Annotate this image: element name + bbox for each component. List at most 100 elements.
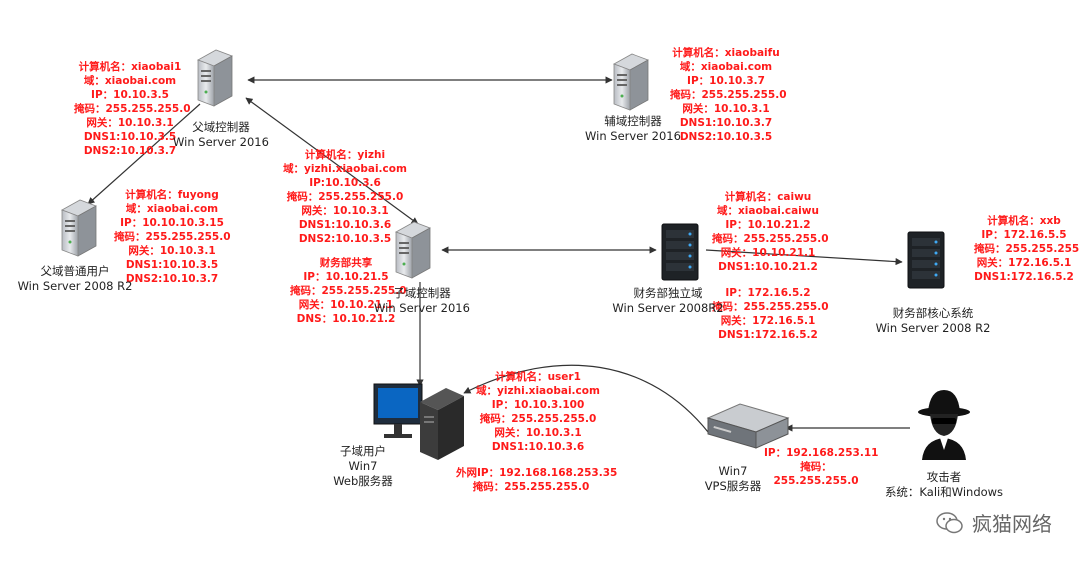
caption-line: 系统：Kali和Windows xyxy=(884,485,1004,499)
info-line: 网关：10.10.3.1 xyxy=(682,103,770,115)
finance-core-server-icon xyxy=(907,231,945,289)
link-parent-child xyxy=(245,97,419,225)
info-line: 掩码：255.255.255.0 xyxy=(479,413,597,425)
info-line: IP：10.10.3.100 xyxy=(491,399,585,411)
caption-line: Win Server 2016 xyxy=(374,301,470,315)
wechat-icon xyxy=(936,511,963,533)
finance-domain-caption: 财务部独立域 Win Server 2008R2 xyxy=(608,286,728,316)
info-line: IP：10.10.10.3.15 xyxy=(120,217,224,229)
info-line: 域：xiaobai.caiwu xyxy=(717,205,819,217)
info-line: 计算机名：user1 xyxy=(495,371,581,383)
finance-core-caption: 财务部核心系统 Win Server 2008 R2 xyxy=(868,306,998,336)
info-line: IP：172.16.5.2 xyxy=(725,287,811,299)
watermark: 疯猫网络 xyxy=(936,508,1052,537)
child-user-caption: 子域用户 Win7 Web服务器 xyxy=(318,444,408,489)
parent-user-info: 计算机名：fuyong 域：xiaobai.com IP：10.10.10.3.… xyxy=(114,188,231,286)
info-line: 掩码：255.255.255.0 xyxy=(290,285,407,297)
info-line: DNS2:10.10.3.7 xyxy=(83,145,177,157)
finance-share-info: 财务部共享 IP：10.10.21.5 掩码：255.255.255.0 网关：… xyxy=(290,256,407,326)
caption-line: Web服务器 xyxy=(333,474,393,488)
info-line: DNS1:10.10.3.5 xyxy=(83,131,177,143)
child-dc-info: 计算机名：yizhi 域：yizhi.xiaobai.com IP:10.10.… xyxy=(280,148,410,246)
caption-line: 子域控制器 xyxy=(393,286,451,300)
info-line: 掩码：255.255.255.0 xyxy=(712,233,829,245)
caption-line: Win Server 2016 xyxy=(173,135,269,149)
info-line: DNS1:10.10.3.5 xyxy=(125,259,219,271)
info-line: 掩码： xyxy=(800,461,832,473)
info-line: 计算机名：xiaobai1 xyxy=(78,61,182,73)
info-line: 掩码：255.255.255.0 xyxy=(670,89,787,101)
desktop-pc-icon xyxy=(373,383,464,460)
child-user-info: 计算机名：user1 域：yizhi.xiaobai.com IP：10.10.… xyxy=(474,370,602,454)
link-finance-core xyxy=(705,249,903,266)
info-line: 掩码：255.255.255.0 xyxy=(286,191,404,203)
caption-line: 父域控制器 xyxy=(192,120,250,134)
attacker-caption: 攻击者 系统：Kali和Windows xyxy=(876,470,1012,500)
finance-core-info: 计算机名：xxb IP：172.16.5.5 掩码：255.255.255.0 … xyxy=(974,214,1080,284)
finance-domain-info: 计算机名：caiwu 域：xiaobai.caiwu IP：10.10.21.2… xyxy=(712,190,829,274)
info-line: IP：10.10.21.2 xyxy=(725,219,811,231)
info-line: 域：xiaobai.com xyxy=(83,75,177,87)
info-line: DNS：10.10.21.2 xyxy=(296,313,396,325)
caption-line: Win Server 2008 R2 xyxy=(17,279,133,293)
info-line: DNS2:10.10.3.5 xyxy=(298,233,392,245)
aux-dc-server-icon xyxy=(613,53,649,111)
caption-line: Win Server 2008 R2 xyxy=(875,321,991,335)
info-line: 网关：10.10.3.1 xyxy=(86,117,174,129)
caption-line: Win Server 2016 xyxy=(585,129,681,143)
parent-user-server-icon xyxy=(61,199,97,257)
child-user-info-2: 外网IP：192.168.168.253.35 掩码：255.255.255.0 xyxy=(456,466,618,494)
caption-line: 父域普通用户 xyxy=(40,264,110,278)
attacker-icon xyxy=(918,390,970,460)
info-line: IP：192.168.253.11 xyxy=(764,447,879,459)
info-line: 外网IP：192.168.168.253.35 xyxy=(456,467,618,479)
finance-domain-info-2: IP：172.16.5.2 掩码：255.255.255.0 网关：172.16… xyxy=(712,286,829,342)
info-line: 财务部共享 xyxy=(319,257,373,269)
info-line: 掩码：255.255.255.0 xyxy=(114,231,231,243)
info-line: 域：yizhi.xiaobai.com xyxy=(476,385,600,397)
vps-info: IP：192.168.253.11 掩码： 255.255.255.0 xyxy=(764,446,879,488)
parent-user-caption: 父域普通用户 Win Server 2008 R2 xyxy=(10,264,140,294)
info-line: DNS1:10.10.21.2 xyxy=(718,261,818,273)
finance-domain-server-icon xyxy=(661,223,699,281)
info-line: 网关：10.10.3.1 xyxy=(128,245,216,257)
info-line: 计算机名：fuyong xyxy=(125,189,219,201)
info-line: 网关：10.10.21.1 xyxy=(720,247,816,259)
info-line: 网关：10.10.21.1 xyxy=(298,299,394,311)
caption-line: VPS服务器 xyxy=(704,479,762,493)
info-line: IP：172.16.5.5 xyxy=(981,229,1067,241)
caption-line: Win Server 2008R2 xyxy=(612,301,724,315)
caption-line: 攻击者 xyxy=(926,470,962,484)
info-line: 计算机名：caiwu xyxy=(724,191,812,203)
vps-server-icon xyxy=(706,403,790,449)
caption-line: 辅域控制器 xyxy=(604,114,662,128)
info-line: 域：yizhi.xiaobai.com xyxy=(283,163,407,175)
parent-dc-caption: 父域控制器 Win Server 2016 xyxy=(166,120,276,150)
info-line: 掩码：255.255.255.0 xyxy=(974,243,1080,255)
caption-line: 财务部独立域 xyxy=(633,286,703,300)
info-line: 域：xiaobai.com xyxy=(679,61,773,73)
info-line: 网关：172.16.5.1 xyxy=(720,315,816,327)
caption-line: Win7 xyxy=(348,459,378,473)
info-line: IP：10.10.3.5 xyxy=(91,89,169,101)
info-line: DNS1:172.16.5.2 xyxy=(974,271,1074,283)
aux-dc-info: 计算机名：xiaobaifu 域：xiaobai.com IP：10.10.3.… xyxy=(670,46,787,144)
link-parent-user xyxy=(87,103,201,205)
info-line: IP：10.10.21.5 xyxy=(303,271,389,283)
info-line: DNS1:172.16.5.2 xyxy=(718,329,818,341)
info-line: 域：xiaobai.com xyxy=(125,203,219,215)
info-line: 掩码：255.255.255.0 xyxy=(472,481,590,493)
info-line: 计算机名：xxb xyxy=(987,215,1061,227)
info-line: 掩码：255.255.255.0 xyxy=(74,103,191,115)
watermark-text: 疯猫网络 xyxy=(972,512,1052,536)
info-line: 掩码：255.255.255.0 xyxy=(712,301,829,313)
info-line: IP:10.10.3.6 xyxy=(309,177,381,189)
caption-line: 财务部核心系统 xyxy=(892,306,974,320)
parent-dc-server-icon xyxy=(197,49,233,107)
info-line: DNS1:10.10.3.6 xyxy=(491,441,585,453)
info-line: DNS2:10.10.3.7 xyxy=(125,273,219,285)
link-vps-web xyxy=(463,364,709,433)
info-line: 网关：10.10.3.1 xyxy=(301,205,389,217)
aux-dc-caption: 辅域控制器 Win Server 2016 xyxy=(578,114,688,144)
